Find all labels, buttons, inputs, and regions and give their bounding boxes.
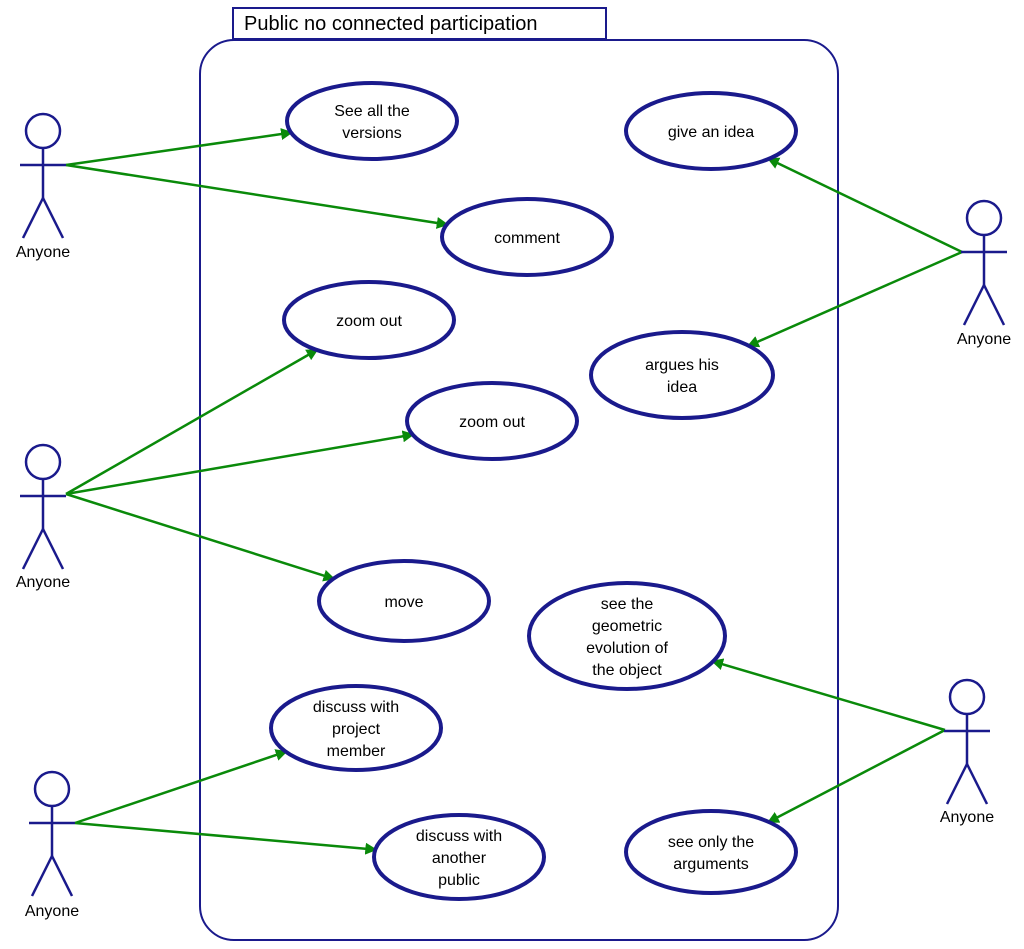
actor-label: Anyone <box>940 809 994 826</box>
actor-left-leg <box>21 528 45 570</box>
use-case-5: discuss with project member <box>269 684 443 772</box>
use-case-label: See all the <box>334 103 410 120</box>
actor-label: Anyone <box>16 244 70 261</box>
use-case-label: public <box>438 872 480 889</box>
association-arrow-1 <box>65 163 449 229</box>
association-arrow-3 <box>65 430 415 496</box>
association-arrow-10 <box>766 728 946 824</box>
actor-label: Anyone <box>16 574 70 591</box>
actor-head <box>24 112 62 150</box>
association-arrow-2 <box>65 348 319 496</box>
use-case-0: See all the versions <box>285 81 459 161</box>
association-arrow-4 <box>65 492 336 582</box>
actor-right-leg <box>41 197 65 239</box>
actor-left-leg <box>21 197 45 239</box>
system-title: Public no connected participation <box>244 13 538 35</box>
actor-0: Anyone <box>16 112 70 261</box>
use-case-label: another <box>432 850 487 867</box>
actor-head <box>33 770 71 808</box>
use-case-label: zoom out <box>336 313 402 330</box>
use-case-8: argues his idea <box>589 330 775 420</box>
use-case-label: see the <box>601 596 654 613</box>
use-case-label: evolution of <box>586 640 668 657</box>
use-case-ellipse <box>317 559 491 643</box>
use-case-label: see only the <box>668 834 754 851</box>
use-case-7: give an idea <box>624 91 798 171</box>
use-case-2: zoom out <box>282 280 456 360</box>
actor-label: Anyone <box>957 331 1011 348</box>
associations <box>65 128 963 855</box>
use-case-ellipse <box>405 381 579 461</box>
use-case-label: comment <box>494 230 560 247</box>
actor-1: Anyone <box>16 443 70 591</box>
use-case-9: see the geometric evolution of the object <box>527 581 727 691</box>
use-case-ellipse <box>527 581 727 691</box>
use-case-label: idea <box>667 379 697 396</box>
actor-head <box>24 443 62 481</box>
use-case-ellipse <box>285 81 459 161</box>
use-case-6: discuss with another public <box>372 813 546 901</box>
use-case-4: move <box>317 559 491 643</box>
use-case-ellipse <box>440 197 614 277</box>
actor-left-leg <box>945 763 969 805</box>
use-case-label: move <box>384 594 423 611</box>
association-arrow-5 <box>74 749 288 825</box>
use-case-label: zoom out <box>459 414 525 431</box>
use-case-ellipse <box>372 813 546 901</box>
use-case-label: discuss with <box>313 699 399 716</box>
actor-right-leg <box>50 855 74 897</box>
use-case-label: discuss with <box>416 828 502 845</box>
actor-label: Anyone <box>25 903 79 920</box>
use-case-label: the object <box>592 662 662 679</box>
association-arrow-8 <box>746 250 963 348</box>
use-case-label: versions <box>342 125 402 142</box>
association-arrow-0 <box>65 128 294 167</box>
actor-right-leg <box>982 284 1006 326</box>
use-case-ellipse <box>282 280 456 360</box>
actor-head <box>948 678 986 716</box>
association-arrow-6 <box>74 821 378 855</box>
actor-left-leg <box>962 284 986 326</box>
actor-2: Anyone <box>25 770 79 920</box>
actor-right-leg <box>965 763 989 805</box>
use-case-label: geometric <box>592 618 662 635</box>
use-case-1: comment <box>440 197 614 277</box>
association-arrow-7 <box>766 157 963 254</box>
actor-right-leg <box>41 528 65 570</box>
use-case-label: argues his <box>645 357 719 374</box>
use-case-label: member <box>327 743 386 760</box>
association-arrow-9 <box>711 658 946 732</box>
use-case-ellipse <box>269 684 443 772</box>
system-title-box <box>232 7 607 40</box>
use-case-10: see only the arguments <box>624 809 798 895</box>
actor-left-leg <box>30 855 54 897</box>
actor-3: Anyone <box>957 199 1011 348</box>
use-case-3: zoom out <box>405 381 579 461</box>
use-case-label: arguments <box>673 856 749 873</box>
use-case-ellipse <box>589 330 775 420</box>
use-cases: See all the versions comment zoom out zoom o… <box>269 81 798 901</box>
use-case-ellipse <box>624 809 798 895</box>
use-case-label: project <box>332 721 381 738</box>
actor-4: Anyone <box>940 678 994 826</box>
use-case-ellipse <box>624 91 798 171</box>
system-boundary <box>199 39 839 941</box>
actor-head <box>965 199 1003 237</box>
use-case-label: give an idea <box>668 124 754 141</box>
